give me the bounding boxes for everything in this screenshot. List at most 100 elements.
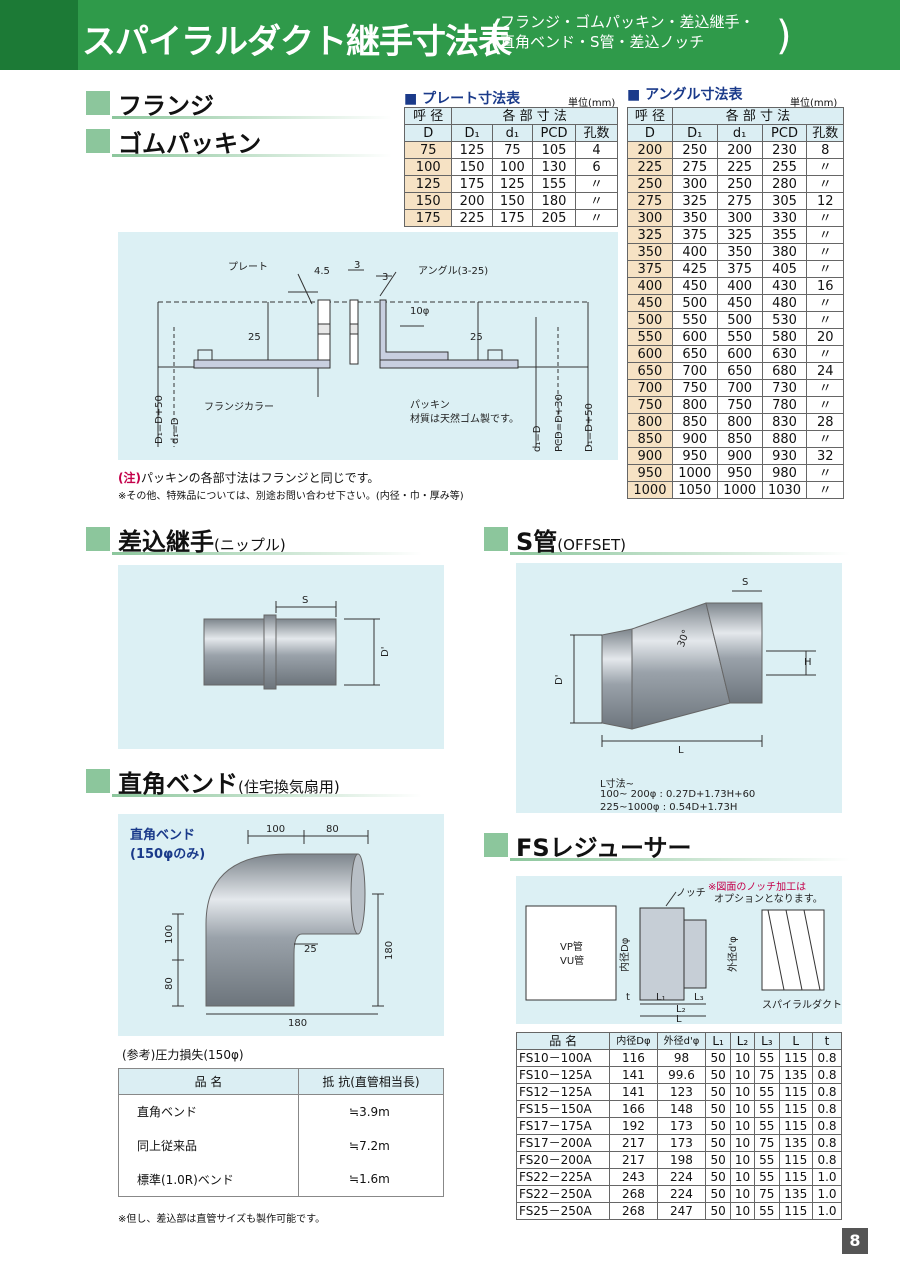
plate-table-unit: 単位(mm) — [568, 98, 616, 109]
pressure-loss-table: 品 名 抵 抗(直管相当長) 直角ベンド ≒3.9m 同上従来品 ≒7.2m 標… — [118, 1068, 444, 1197]
table-cell: 217 — [609, 1151, 658, 1169]
table-cell: 268 — [609, 1185, 658, 1203]
reducer-label-notch: ノッチ — [676, 888, 706, 899]
table-cell: 750 — [671, 379, 718, 397]
table-cell: 115 — [778, 1083, 814, 1101]
nipple-label-d: D' — [380, 646, 391, 657]
col-header: D₁ — [451, 124, 493, 142]
table-cell: 135 — [778, 1066, 814, 1084]
table-cell: 350 — [716, 243, 763, 261]
bend-dim-100-left: 100 — [164, 924, 175, 944]
table-cell: 50 — [705, 1117, 731, 1135]
table-cell: 75 — [491, 141, 533, 159]
table-cell: 350 — [671, 209, 718, 227]
table-cell: 〃 — [806, 294, 844, 312]
table-cell: 55 — [754, 1100, 780, 1118]
table-cell: 600 — [627, 345, 673, 363]
table-cell: 0.8 — [812, 1151, 842, 1169]
table-cell: 1.0 — [812, 1185, 842, 1203]
table-cell: FS10－125A — [515, 1066, 611, 1084]
col-header: 抵 抗(直管相当長) — [298, 1068, 444, 1095]
table-cell: FS20－200A — [515, 1151, 611, 1169]
section-reducer: FSレジューサー — [484, 830, 850, 862]
table-cell: 55 — [754, 1117, 780, 1135]
table-cell: 55 — [754, 1151, 780, 1169]
table-cell: 100 — [491, 158, 533, 176]
table-cell: 75 — [403, 141, 453, 159]
table-cell: ≒7.2m — [298, 1128, 444, 1163]
table-cell: FS12－125A — [515, 1083, 611, 1101]
label-plate: プレート — [228, 262, 268, 273]
table-cell: 224 — [656, 1168, 707, 1186]
section-flange: フランジ — [86, 88, 392, 120]
table-cell: 830 — [761, 413, 808, 431]
table-cell: 405 — [761, 260, 808, 278]
reducer-label-l: L — [676, 1014, 682, 1025]
label-gasket-material: 材質は天然ゴム製です。 — [410, 414, 519, 425]
table-cell: 標準(1.0R)ベンド — [118, 1162, 299, 1197]
table-cell: 150 — [491, 192, 533, 210]
table-cell: FS15－150A — [515, 1100, 611, 1118]
page-header: スパイラルダクト継手寸法表 ( フランジ・ゴムパッキン・差込継手・ 直角ベンド・… — [0, 0, 900, 70]
page-title: スパイラルダクト継手寸法表 — [82, 22, 512, 62]
table-cell: 480 — [761, 294, 808, 312]
table-cell: 0.8 — [812, 1066, 842, 1084]
col-header: 品 名 — [118, 1068, 299, 1095]
table-cell: 28 — [806, 413, 844, 431]
table-cell: 205 — [531, 209, 577, 227]
bend-diagram: 直角ベンド (150φのみ) 100 80 100 80 25 180 180 — [118, 814, 444, 1036]
table-cell: 400 — [627, 277, 673, 295]
table-cell: 50 — [705, 1185, 731, 1203]
table-cell: 10 — [729, 1134, 756, 1152]
col-header: L₁ — [705, 1032, 731, 1050]
table-cell: 180 — [531, 192, 577, 210]
flange-drawing — [157, 269, 589, 447]
table-cell: 700 — [671, 362, 718, 380]
table-cell: 380 — [761, 243, 808, 261]
table-cell: 〃 — [806, 158, 844, 176]
table-cell: 300 — [671, 175, 718, 193]
bend-dim-100-top: 100 — [266, 824, 286, 835]
table-cell: 8 — [806, 141, 844, 159]
table-cell: 16 — [806, 277, 844, 295]
label-d-right3: D₁=D+50 — [584, 403, 595, 452]
table-cell: 173 — [656, 1117, 707, 1135]
pressure-loss-title: (参考)圧力損失(150φ) — [122, 1048, 244, 1062]
label-d-right2: PCD=D+30 — [554, 394, 565, 452]
table-cell: 135 — [778, 1185, 814, 1203]
table-cell: ≒3.9m — [298, 1094, 444, 1129]
reducer-label-spiral: スパイラルダクト — [762, 1000, 842, 1011]
col-header: D — [403, 124, 453, 142]
col-header: L₃ — [754, 1032, 780, 1050]
table-cell: 〃 — [806, 430, 844, 448]
table-cell: 173 — [656, 1134, 707, 1152]
label-dim-4-5: 4.5 — [314, 266, 330, 277]
table-cell: 10 — [729, 1151, 756, 1169]
label-hole: 10φ — [410, 306, 430, 317]
table-cell: 10 — [729, 1083, 756, 1101]
table-cell: 〃 — [575, 175, 618, 193]
table-cell: 125 — [491, 175, 533, 193]
table-cell: 850 — [671, 413, 718, 431]
table-cell: 900 — [627, 447, 673, 465]
table-cell: 550 — [716, 328, 763, 346]
table-cell: 75 — [754, 1134, 780, 1152]
table-cell: 198 — [656, 1151, 707, 1169]
table-cell: 200 — [716, 141, 763, 159]
flange-note-2: ※その他、特殊品については、別途お問い合わせ下さい。(内径・巾・厚み等) — [118, 491, 464, 502]
